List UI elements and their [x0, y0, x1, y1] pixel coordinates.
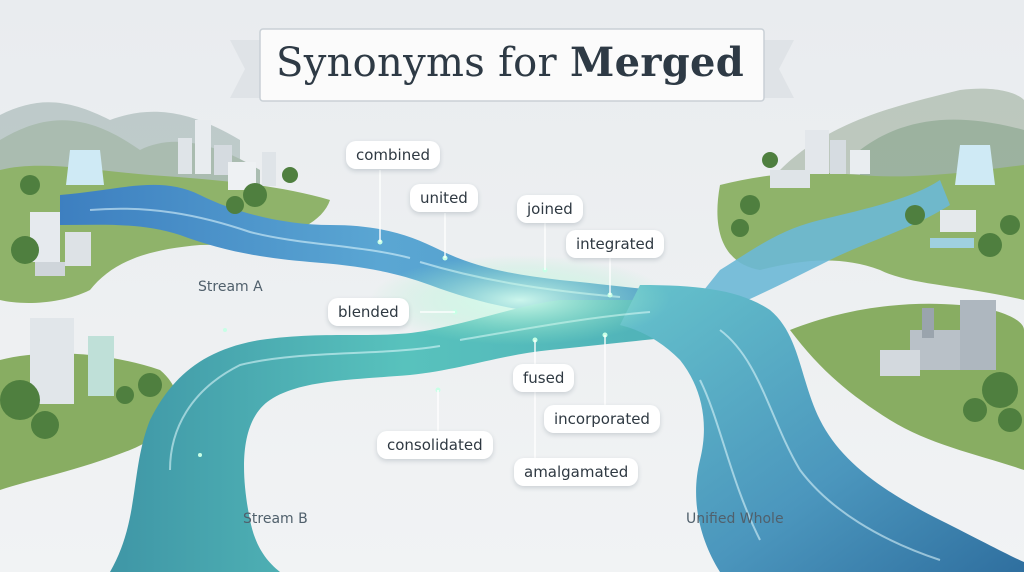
- stream-b-label: Stream B: [243, 511, 308, 527]
- merge-glow: [370, 255, 670, 345]
- title-prefix: Synonyms for: [276, 40, 557, 86]
- stream-a-label: Stream A: [198, 279, 263, 295]
- synonym-consolidated: consolidated: [377, 431, 493, 459]
- right-city: [770, 130, 976, 248]
- unified-whole-label: Unified Whole: [686, 511, 784, 527]
- title-emphasis: Merged: [570, 39, 744, 86]
- synonym-blended: blended: [328, 298, 409, 326]
- synonym-united: united: [410, 184, 478, 212]
- synonym-integrated: integrated: [566, 230, 665, 258]
- page-title: Synonyms for Merged: [260, 27, 760, 99]
- synonym-joined: joined: [517, 195, 583, 223]
- right-inflow-river: [700, 180, 950, 320]
- title-banner: Synonyms for Merged: [260, 27, 760, 99]
- right-waterfall: [955, 145, 995, 185]
- left-city: [30, 120, 276, 276]
- stream-b-river: [110, 300, 700, 572]
- left-lower-buildings: [30, 318, 114, 404]
- synonym-incorporated: incorporated: [544, 405, 660, 433]
- unified-river: [620, 285, 1024, 572]
- synonym-combined: combined: [346, 141, 440, 169]
- synonym-fused: fused: [513, 364, 575, 392]
- synonym-amalgamated: amalgamated: [514, 458, 639, 486]
- trees: [0, 152, 1022, 439]
- left-waterfall: [66, 150, 104, 185]
- label-leader-lines: [379, 170, 611, 458]
- right-factory: [880, 300, 996, 376]
